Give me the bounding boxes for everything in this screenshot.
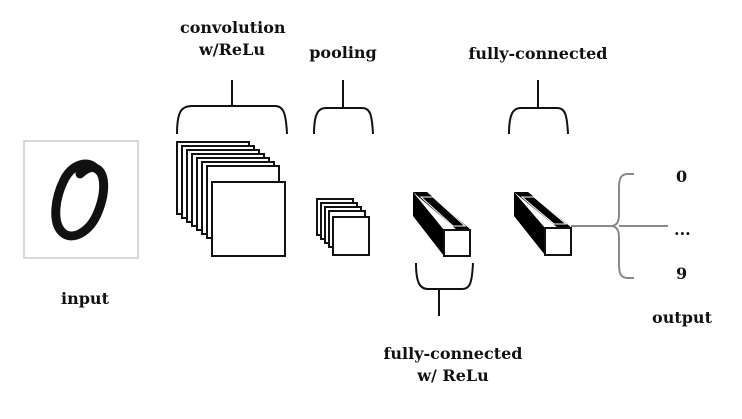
fully-connected-relu-label: fully-connected w/ ReLu [370,343,536,387]
output-brace [611,173,668,279]
fully-connected-block [514,192,572,256]
fc-block-top [514,192,572,228]
fc-relu-block-side [413,192,444,256]
conv-map-front [211,181,286,257]
fully-connected-relu-block [413,192,471,257]
fully-connected-top-brace [508,80,569,135]
pooling-brace [313,80,374,135]
convolution-label: convolution w/ReLu [180,17,286,61]
fc-block-edge [520,196,568,225]
input-label: input [61,289,109,308]
output-class-first: 0 [676,167,688,186]
convolution-feature-maps [176,141,286,257]
fully-connected-top-label: fully-connected [468,44,608,63]
convolution-brace [176,80,288,135]
fc-block-front [544,227,572,256]
fc-block-side [514,192,545,255]
handwritten-zero-glyph [51,159,109,241]
input-image-frame [23,140,139,259]
convolution-label-line2: w/ReLu [199,40,265,59]
pooling-feature-maps [316,198,370,256]
input-image [23,140,139,259]
pool-map-front [332,216,370,256]
fc-relu-block-top [413,192,471,230]
pooling-label: pooling [309,43,377,62]
fc-relu-block-edge [419,196,467,227]
fully-connected-relu-label-line2: w/ ReLu [417,366,489,385]
output-label: output [652,308,712,327]
fc-relu-block-front [443,229,471,257]
fully-connected-relu-label-line1: fully-connected [383,344,523,363]
fully-connected-bottom-brace [415,262,474,316]
output-class-last: 9 [676,264,688,283]
convolution-label-line1: convolution [180,18,286,37]
output-class-ellipsis: ... [674,220,691,239]
